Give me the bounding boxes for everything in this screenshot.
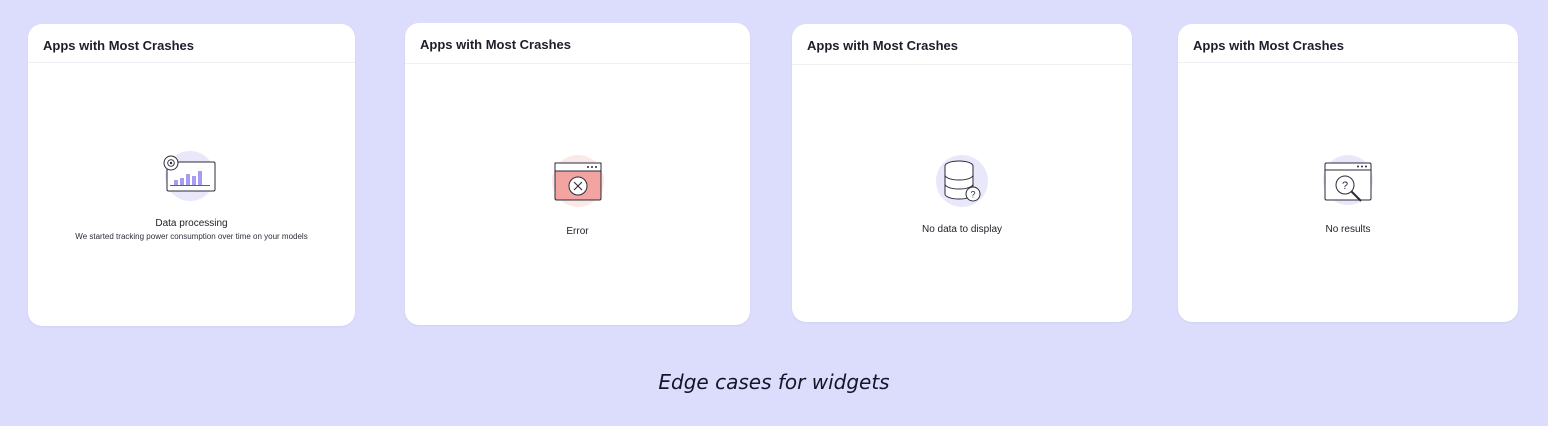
chart-processing-icon (163, 151, 216, 201)
database-question-icon: ? (936, 155, 988, 207)
state-message: Data processing (155, 218, 228, 229)
widget-title: Apps with Most Crashes (1193, 38, 1344, 53)
widget-card-error: Apps with Most Crashes Error (405, 23, 750, 325)
state-message: No data to display (921, 224, 1003, 235)
widget-title: Apps with Most Crashes (420, 37, 571, 52)
widget-header: Apps with Most Crashes (1178, 24, 1518, 63)
search-window-icon: ? (1323, 155, 1373, 205)
widget-card-no-data: Apps with Most Crashes ? No data to disp… (792, 24, 1132, 322)
page-caption: Edge cases for widgets (658, 370, 890, 394)
state-submessage: We started tracking power consumption ov… (75, 232, 308, 241)
widget-title: Apps with Most Crashes (807, 38, 958, 53)
widget-title: Apps with Most Crashes (43, 38, 194, 53)
error-window-icon (552, 155, 604, 207)
widget-header: Apps with Most Crashes (405, 23, 750, 64)
svg-text:?: ? (970, 190, 975, 200)
state-message: No results (1325, 224, 1371, 235)
widget-card-no-results: Apps with Most Crashes ? No results (1178, 24, 1518, 322)
widget-header: Apps with Most Crashes (792, 24, 1132, 65)
widget-header: Apps with Most Crashes (28, 24, 355, 63)
widget-card-processing: Apps with Most Crashes Data processing W… (28, 24, 355, 326)
svg-text:?: ? (1342, 180, 1348, 192)
state-message: Error (566, 226, 589, 237)
